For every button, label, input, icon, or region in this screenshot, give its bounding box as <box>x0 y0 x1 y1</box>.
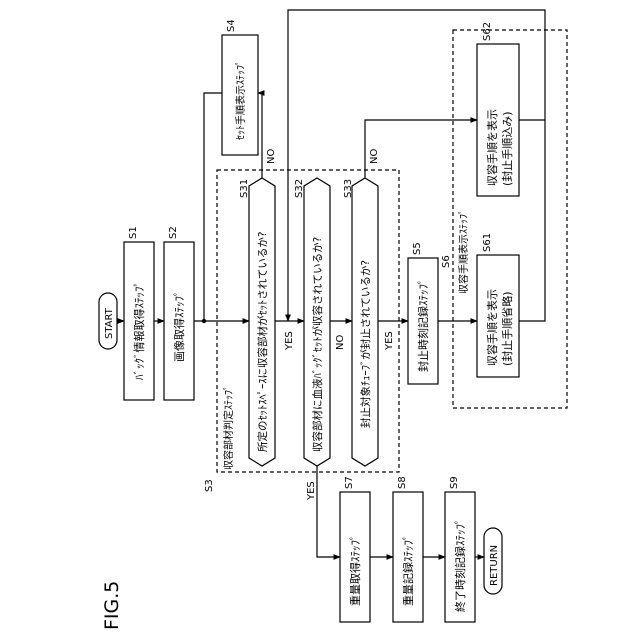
s3-tag: S3 <box>204 479 215 492</box>
s62-line2: (封止手順込み) <box>500 111 514 186</box>
s31-no-label: NO <box>266 149 277 164</box>
s31-label: 所定のｾｯﾄｽﾍﾟｰｽに収容部材がｾｯﾄされているか? <box>256 231 269 452</box>
s6-tag: S6 <box>441 255 452 268</box>
s2-label: 画像取得ｽﾃｯﾌﾟ <box>173 291 186 363</box>
s2-tag: S2 <box>168 226 179 239</box>
return-label: RETURN <box>489 545 500 586</box>
s61-line2: (封止手順省略) <box>500 291 514 366</box>
edge-s33-no <box>365 120 477 178</box>
edge-s61-out <box>519 120 545 321</box>
s61-tag: S61 <box>482 233 493 252</box>
s1-tag: S1 <box>128 226 139 239</box>
s5-tag: S5 <box>412 242 423 255</box>
s4-label: ｾｯﾄ手順表示ｽﾃｯﾌﾟ <box>234 60 247 140</box>
s4-tag: S4 <box>226 19 237 32</box>
edge-s31-no <box>258 93 262 178</box>
s7-tag: S7 <box>344 476 355 489</box>
s31-yes-label: YES <box>284 331 295 351</box>
start-label: START <box>104 307 115 339</box>
edge-s32-yes <box>317 466 340 557</box>
s33-label: 封止対象ﾁｭｰﾌﾞが封止されているか? <box>359 260 372 428</box>
edge-s4-return <box>204 93 222 321</box>
s32-yes-label: YES <box>306 481 317 501</box>
s8-tag: S8 <box>397 476 408 489</box>
s31-tag: S31 <box>239 179 250 198</box>
s32-label: 収容部材に血液ﾊﾞｯｸﾞｾｯﾄが収容されているか? <box>311 237 324 452</box>
s7-label: 重量取得ｽﾃｯﾌﾟ <box>348 535 362 607</box>
s9-label: 終了時刻記録ｽﾃｯﾌﾟ <box>453 519 467 613</box>
s9-tag: S9 <box>449 476 460 489</box>
s8-label: 重量記録ｽﾃｯﾌﾟ <box>401 535 415 607</box>
s33-no-label: NO <box>369 149 380 164</box>
s1-label: ﾊﾞｯｸﾞ情報取得ｽﾃｯﾌﾟ <box>133 281 146 380</box>
s61-line1: 収容手順を表示 <box>485 289 499 366</box>
s32-no-label: NO <box>335 335 346 350</box>
s33-yes-label: YES <box>384 331 395 351</box>
s62-line1: 収容手順を表示 <box>485 109 499 186</box>
s5-label: 封止時刻記録ｽﾃｯﾌﾟ <box>416 279 430 373</box>
figure-label: FIG.5 <box>101 581 123 630</box>
s62-tag: S62 <box>482 22 493 41</box>
s6-label: 収容手順表示ｽﾃｯﾌﾟ <box>457 209 470 294</box>
s3-label: 収容部材判定ｽﾃｯﾌﾟ <box>222 385 235 470</box>
junction-a <box>202 319 205 322</box>
s33-tag: S33 <box>343 179 354 198</box>
s32-tag: S32 <box>294 179 305 198</box>
